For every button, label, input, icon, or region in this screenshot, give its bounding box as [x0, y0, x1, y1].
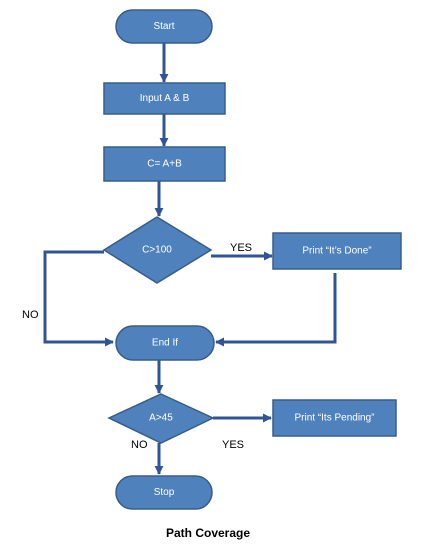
- yes-label-decision2: YES: [222, 439, 244, 451]
- yes-label-decision1: YES: [230, 242, 252, 254]
- edge-decision1-no-to-end-if: [43, 250, 114, 347]
- edge-print-done-to-end-if: [215, 273, 337, 347]
- print-done-label: Print “It’s Done”: [302, 246, 371, 257]
- print-pending-process: [272, 399, 397, 437]
- no-label-decision2: NO: [131, 439, 148, 451]
- input-label: Input A & B: [140, 93, 190, 104]
- start-terminal: [115, 9, 213, 44]
- start-label: Start: [153, 21, 174, 32]
- diagram-caption: Path Coverage: [166, 526, 250, 540]
- stop-terminal: [115, 475, 213, 510]
- decision1-diamond: [102, 216, 213, 284]
- decision1-label: C>100: [142, 245, 172, 256]
- print-pending-label: Print “Its Pending”: [294, 413, 374, 424]
- end-if-label: End If: [152, 338, 178, 349]
- assign-process: [103, 146, 226, 182]
- print-done-process: [272, 232, 402, 270]
- no-label-decision1: NO: [22, 309, 39, 321]
- decision2-label: A>45: [149, 413, 173, 424]
- assign-label: C= A+B: [147, 159, 182, 170]
- input-process: [103, 82, 226, 115]
- decision2-diamond: [107, 393, 215, 444]
- stop-label: Stop: [154, 487, 175, 498]
- end-if-terminal: [115, 325, 215, 361]
